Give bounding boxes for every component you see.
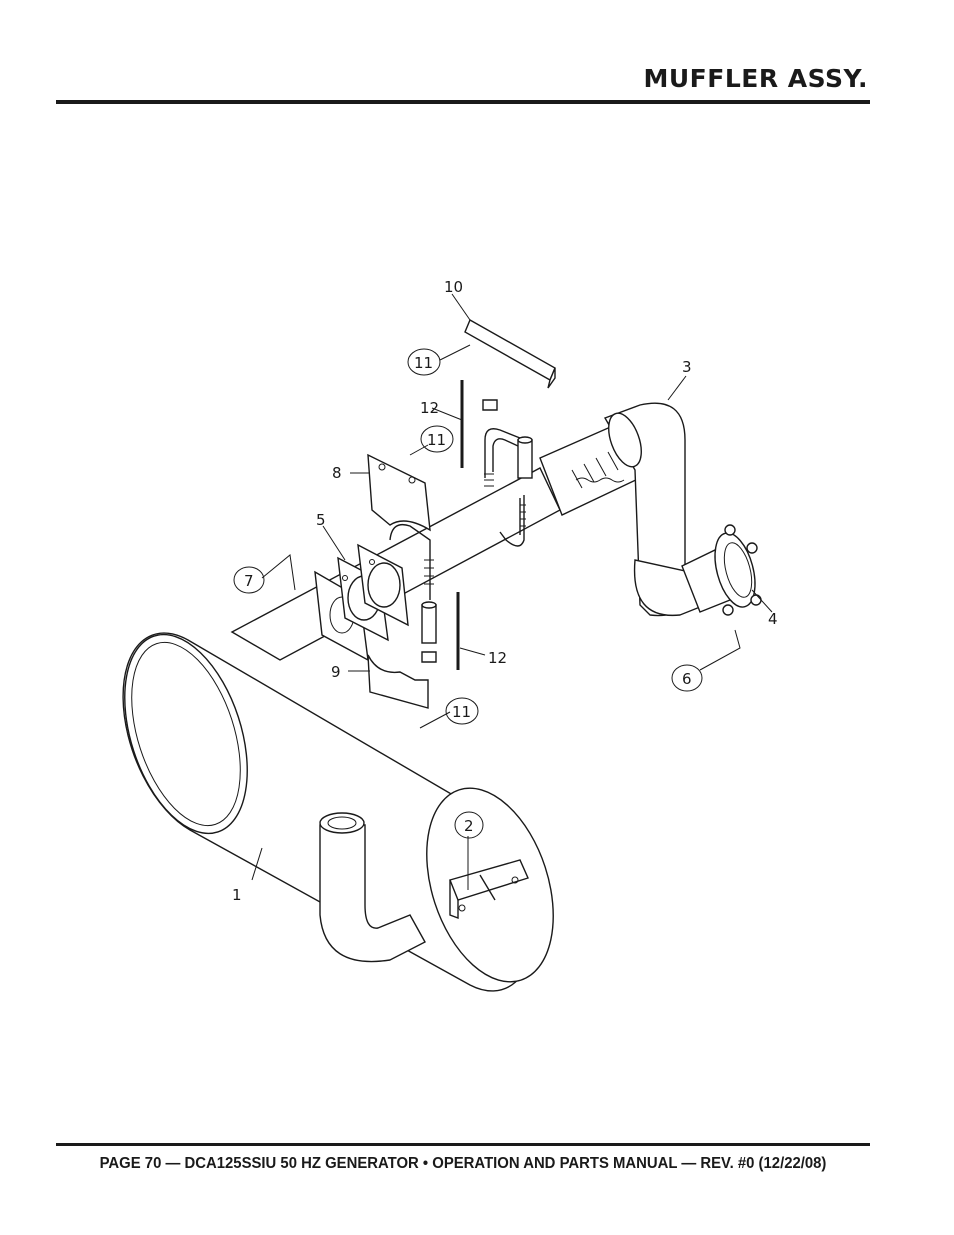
callout-4: 4	[768, 610, 778, 628]
flange-assembly	[314, 543, 409, 662]
callout-12-bottom: 12	[488, 649, 507, 667]
callout-8: 8	[332, 464, 342, 482]
callout-circle-2	[454, 811, 484, 839]
callout-11-top: 11	[414, 354, 433, 372]
callout-6: 6	[682, 670, 692, 688]
muffler-body	[122, 632, 554, 992]
hanger-plate-9	[367, 654, 429, 709]
footer-rule	[56, 1143, 870, 1146]
page-title: MUFFLER ASSY.	[643, 64, 868, 93]
callout-labels: 10 11 12 11 8 5 7 3 4 12 9 6 11 2 1	[232, 278, 778, 904]
hanger-plate-8	[367, 453, 431, 532]
callout-11-bottom: 11	[452, 703, 471, 721]
callout-circle-6	[671, 664, 703, 692]
callout-12-top: 12	[420, 399, 439, 417]
callout-11-middle: 11	[427, 431, 446, 449]
callout-1: 1	[232, 886, 242, 904]
callout-10: 10	[444, 278, 463, 296]
callout-3: 3	[682, 358, 692, 376]
callout-7: 7	[244, 572, 254, 590]
callout-circle-11-middle	[420, 425, 454, 453]
callout-2: 2	[464, 817, 474, 835]
callout-9: 9	[331, 663, 341, 681]
page-footer: PAGE 70 — DCA125SSIU 50 HZ GENERATOR • O…	[99, 1155, 827, 1172]
callout-5: 5	[316, 511, 326, 529]
callout-circle-7	[233, 566, 265, 594]
callout-circle-11-bottom	[445, 697, 479, 725]
header-rule	[56, 100, 870, 104]
tail-pipe	[230, 402, 762, 661]
leader-lines	[251, 293, 773, 890]
clamp-assembly	[389, 380, 533, 670]
callout-circle-11-top	[407, 348, 441, 376]
bracket-part-10	[464, 319, 556, 389]
